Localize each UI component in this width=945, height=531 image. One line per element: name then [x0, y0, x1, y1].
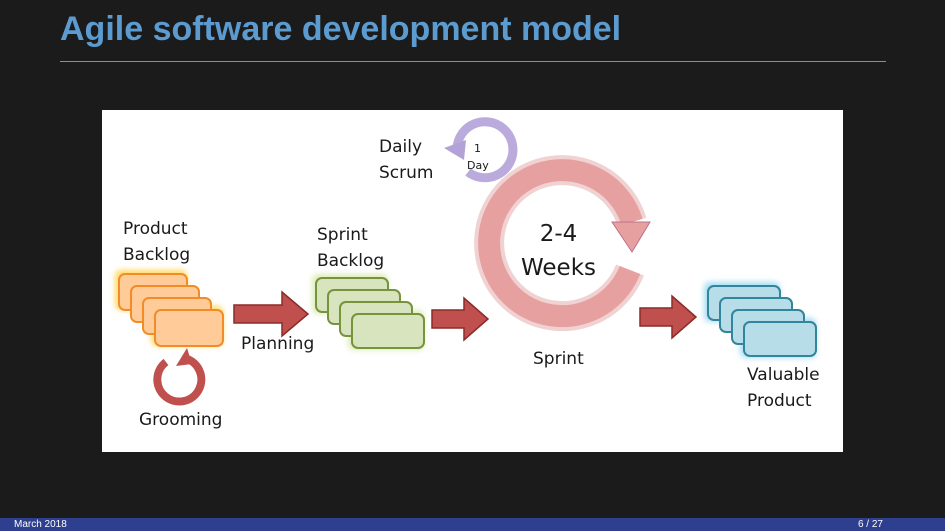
footer-date: March 2018	[14, 519, 67, 530]
product-backlog-cards	[115, 270, 224, 347]
daily-scrum-label: Daily Scrum	[379, 137, 434, 183]
planning-label: Planning	[241, 334, 315, 354]
sprint-cycle-icon	[474, 155, 651, 332]
footer-page-number: 6 / 27	[857, 519, 883, 530]
grooming-cycle-icon	[153, 348, 206, 406]
sprint-start-arrow	[431, 296, 490, 342]
valuable-product-label: Valuable Product	[747, 365, 820, 411]
sprint-end-arrow	[639, 294, 698, 340]
valuable-product-cards	[704, 282, 817, 358]
diagram-graphics	[115, 117, 817, 406]
daily-scrum-cycle-icon	[444, 117, 518, 183]
product-backlog-label: Product Backlog	[123, 219, 191, 265]
day-count-label: 1	[474, 142, 481, 155]
agile-diagram: Product Backlog Grooming Planning Sprint…	[102, 110, 843, 452]
sprint-length-label: 2-4 Weeks	[521, 221, 596, 281]
sprint-label: Sprint	[533, 349, 584, 369]
grooming-label: Grooming	[139, 410, 223, 430]
footer-bar: March 2018 6 / 27	[0, 518, 945, 531]
sprint-backlog-label: Sprint Backlog	[317, 225, 385, 271]
title-underline	[60, 61, 886, 62]
planning-arrow	[233, 290, 310, 338]
day-unit-label: Day	[467, 159, 489, 172]
sprint-backlog-cards	[312, 274, 425, 350]
slide-title: Agile software development model	[60, 10, 622, 48]
